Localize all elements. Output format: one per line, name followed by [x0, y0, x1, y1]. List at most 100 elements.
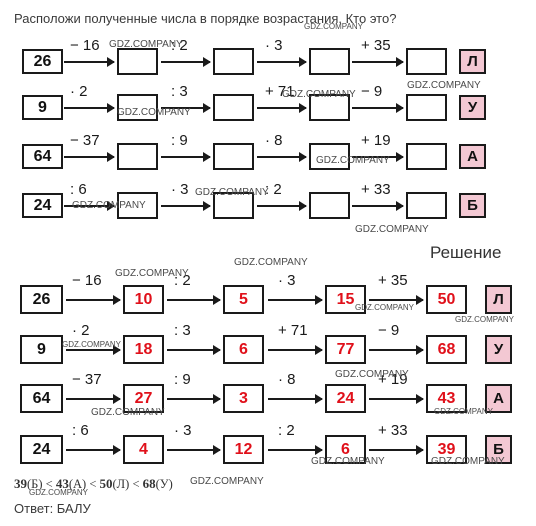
watermark: GDZ.COMPANY — [72, 200, 146, 211]
operation-label: · 8 — [265, 132, 283, 149]
ineq-letter: (У) — [155, 477, 173, 491]
empty-answer-box — [213, 48, 254, 75]
watermark: GDZ.COMPANY — [109, 39, 183, 50]
empty-answer-box — [117, 192, 158, 219]
arrow — [64, 103, 115, 113]
watermark: GDZ.COMPANY — [62, 340, 121, 349]
operation-label: + 19 — [378, 371, 408, 388]
result-box: 77 — [325, 335, 366, 364]
arrow — [66, 345, 121, 355]
ineq-sep: < — [42, 477, 56, 491]
arrow — [369, 295, 424, 305]
arrow — [161, 201, 211, 211]
operation-label: + 35 — [378, 272, 408, 289]
letter-box: Л — [459, 49, 486, 74]
result-box: 27 — [123, 384, 164, 413]
operation-label: · 3 — [174, 422, 192, 439]
ineq-letter: (Л) — [112, 477, 130, 491]
arrow — [167, 345, 221, 355]
empty-answer-box — [213, 143, 254, 170]
watermark: GDZ.COMPANY — [195, 187, 269, 198]
operation-label: + 33 — [361, 181, 391, 198]
start-number-box: 26 — [20, 285, 63, 314]
arrow — [167, 295, 221, 305]
arrow — [268, 394, 323, 404]
watermark: GDZ.COMPANY — [234, 257, 308, 268]
watermark: GDZ.COMPANY — [434, 407, 493, 416]
operation-label: − 37 — [72, 371, 102, 388]
start-number-box: 24 — [22, 193, 63, 218]
solution-title: Решение — [430, 243, 502, 262]
watermark: GDZ.COMPANY — [316, 155, 390, 166]
watermark: GDZ.COMPANY — [431, 456, 505, 467]
answer-text: Ответ: БАЛУ — [14, 501, 91, 516]
arrow — [64, 201, 115, 211]
task-text: Расположи полученные числа в порядке воз… — [14, 11, 397, 26]
ineq-sep: < — [86, 477, 100, 491]
arrow — [66, 394, 121, 404]
operation-label: + 19 — [361, 132, 391, 149]
result-box: 6 — [223, 335, 264, 364]
operation-label: · 2 — [72, 322, 90, 339]
arrow — [257, 103, 307, 113]
operation-label: · 3 — [278, 272, 296, 289]
operation-label: − 9 — [361, 83, 383, 100]
watermark: GDZ.COMPANY — [355, 303, 414, 312]
ineq-num: 50 — [99, 476, 113, 491]
result-box: 6 — [325, 435, 366, 464]
empty-answer-box — [406, 48, 447, 75]
letter-box: А — [485, 384, 512, 413]
result-box: 4 — [123, 435, 164, 464]
operation-label: : 6 — [72, 422, 89, 439]
watermark: GDZ.COMPANY — [335, 369, 409, 380]
empty-answer-box — [406, 192, 447, 219]
start-number-box: 26 — [22, 49, 63, 74]
operation-label: : 9 — [174, 371, 191, 388]
result-box: 18 — [123, 335, 164, 364]
arrow — [352, 57, 404, 67]
letter-box: Б — [485, 435, 512, 464]
operation-label: : 3 — [174, 322, 191, 339]
operation-label: − 16 — [70, 37, 100, 54]
watermark: GDZ.COMPANY — [304, 22, 363, 31]
watermark: GDZ.COMPANY — [29, 488, 88, 497]
operation-label: − 37 — [70, 132, 100, 149]
arrow — [268, 295, 323, 305]
ineq-num: 68 — [142, 476, 156, 491]
letter-box: У — [485, 335, 512, 364]
result-box: 15 — [325, 285, 366, 314]
ineq-sep: < — [129, 477, 143, 491]
ineq-letter: (Б) — [27, 477, 43, 491]
arrow — [66, 445, 121, 455]
operation-label: + 33 — [378, 422, 408, 439]
watermark: GDZ.COMPANY — [407, 80, 481, 91]
arrow — [268, 345, 323, 355]
operation-label: + 71 — [278, 322, 308, 339]
start-number-box: 9 — [20, 335, 63, 364]
operation-label: · 2 — [70, 83, 88, 100]
watermark: GDZ.COMPANY — [311, 456, 385, 467]
watermark: GDZ.COMPANY — [115, 268, 189, 279]
arrow — [352, 152, 404, 162]
empty-answer-box — [117, 94, 158, 121]
empty-answer-box — [309, 48, 350, 75]
result-box: 5 — [223, 285, 264, 314]
arrow — [66, 295, 121, 305]
operation-label: − 16 — [72, 272, 102, 289]
empty-answer-box — [309, 94, 350, 121]
watermark: GDZ.COMPANY — [282, 89, 356, 100]
arrow — [352, 201, 404, 211]
empty-answer-box — [406, 143, 447, 170]
letter-box: Л — [485, 285, 512, 314]
arrow — [369, 445, 424, 455]
result-box: 10 — [123, 285, 164, 314]
result-box: 12 — [223, 435, 264, 464]
empty-answer-box — [406, 94, 447, 121]
arrow — [161, 57, 211, 67]
empty-answer-box — [213, 94, 254, 121]
result-box: 50 — [426, 285, 467, 314]
arrow — [257, 57, 307, 67]
watermark: GDZ.COMPANY — [117, 107, 191, 118]
letter-box: Б — [459, 193, 486, 218]
result-box: 24 — [325, 384, 366, 413]
